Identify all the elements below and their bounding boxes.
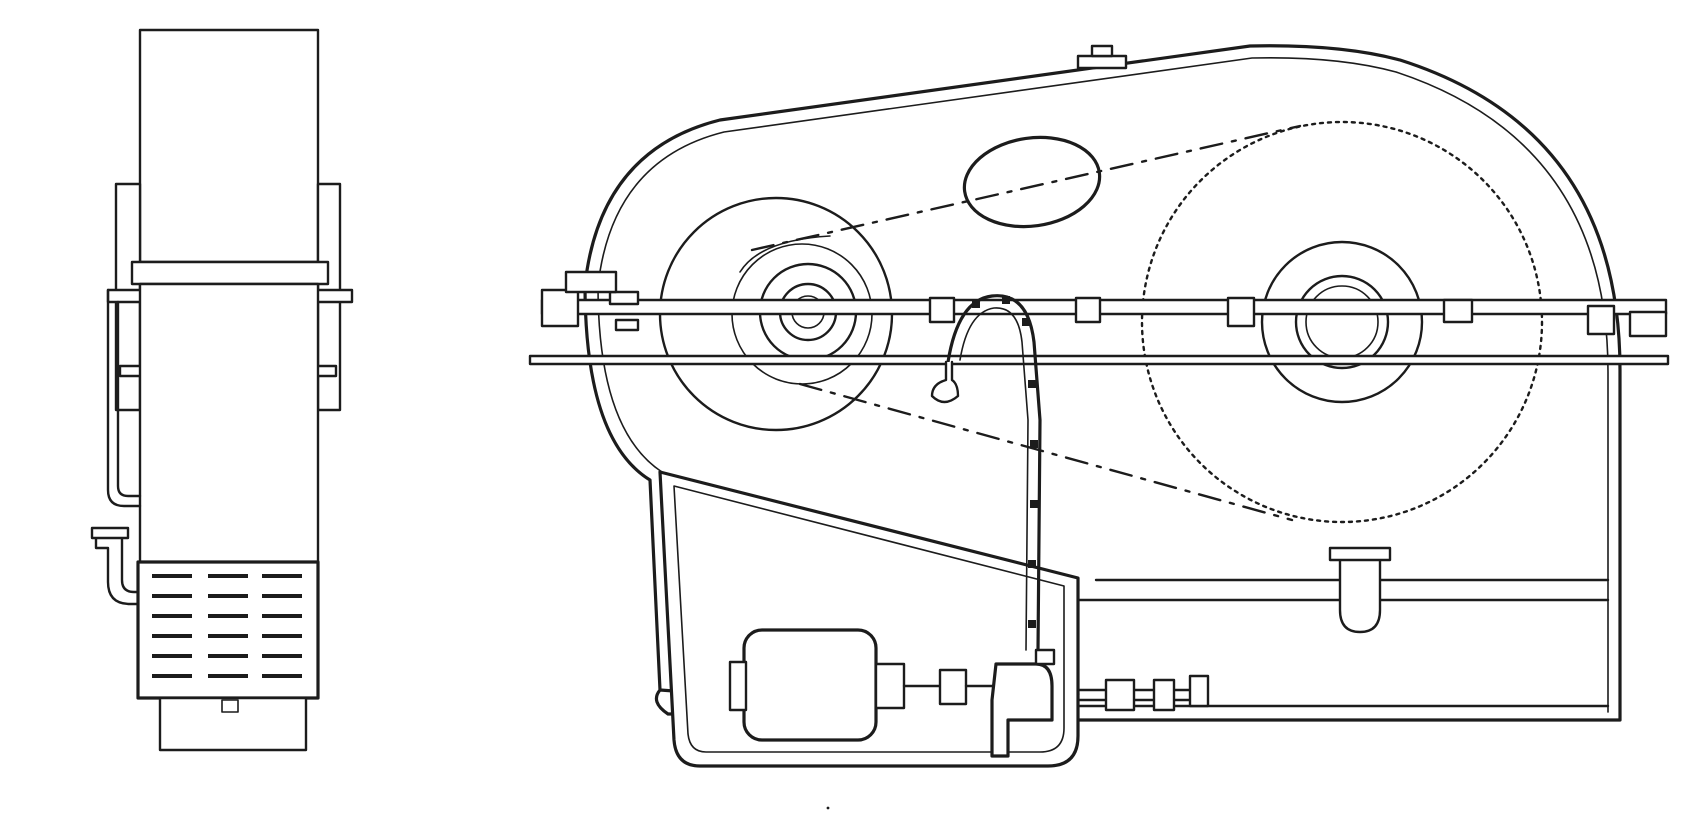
front-view [528,44,1670,768]
filler-cap [1076,54,1128,70]
side-tank-hatching [152,574,302,678]
housing-inner [597,56,1609,713]
coolant-pipe [946,294,1042,652]
motor [728,628,1056,758]
main-shaft [528,288,1670,366]
sump-elbow [1338,556,1382,634]
belt-lower [798,382,1294,522]
belt-upper [750,124,1302,252]
side-main-body [138,282,320,564]
side-view [90,28,354,752]
side-upper-housing [138,28,320,264]
side-collar [130,260,330,286]
spray-nozzle [930,360,960,404]
bearing-bracket [564,270,618,294]
side-pipe [106,288,142,508]
side-elbow-pipe [94,534,142,606]
stray-mark [826,806,830,810]
large-pulley [1140,120,1544,524]
discharge-valve [1076,674,1210,712]
